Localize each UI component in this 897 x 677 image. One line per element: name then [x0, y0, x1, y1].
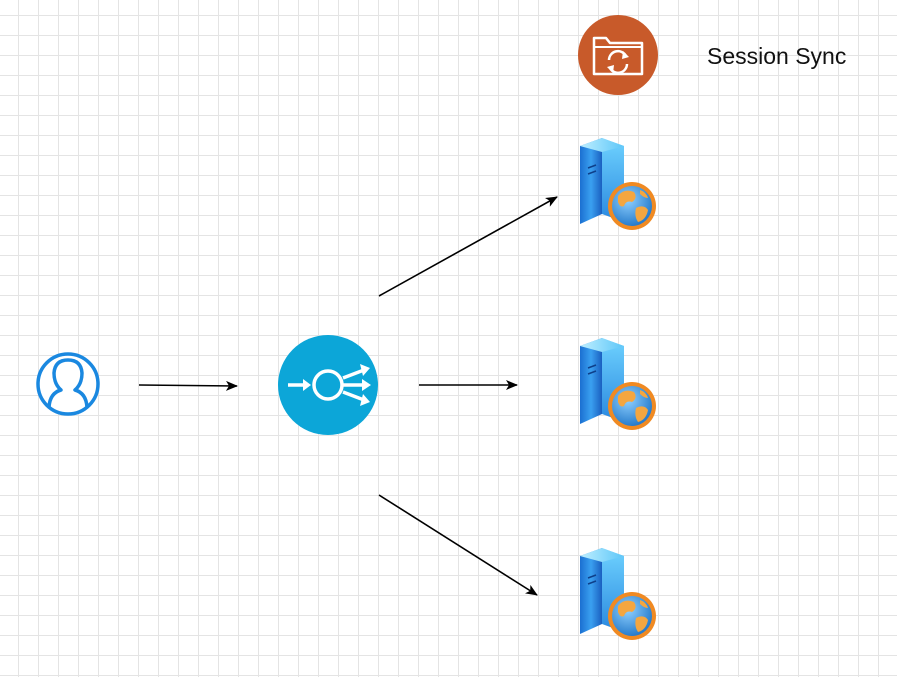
web-server-icon[interactable] [579, 337, 657, 431]
web-server-icon[interactable] [579, 547, 657, 641]
web-server-icon[interactable] [579, 137, 657, 231]
edge-user-to-load-balancer [138, 380, 238, 391]
load-balancer-icon[interactable] [278, 335, 378, 435]
session-sync-icon[interactable] [578, 15, 658, 95]
session-sync-label: Session Sync [707, 43, 847, 69]
edge-load-balancer-to-web-server-3 [378, 494, 538, 596]
user-icon[interactable] [36, 352, 100, 416]
edge-load-balancer-to-web-server-1 [378, 196, 558, 297]
